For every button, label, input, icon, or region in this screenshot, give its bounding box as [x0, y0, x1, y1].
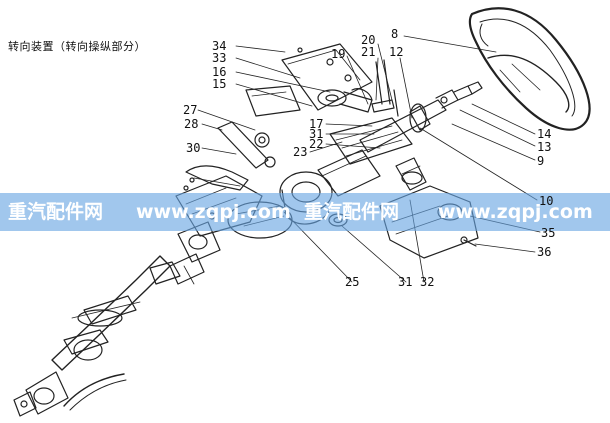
callout-label: 30: [186, 141, 201, 155]
callout-label: 16: [212, 65, 227, 79]
callout-label: 33: [212, 51, 227, 65]
callout-label: 31: [398, 275, 413, 289]
callout-label: 12: [389, 45, 404, 59]
callout-label: 34: [212, 39, 227, 53]
callout-label: 31: [309, 127, 324, 141]
lever-assembly: [183, 121, 276, 191]
leader-lines: [197, 35, 541, 283]
callout-label: 36: [537, 245, 552, 259]
callout-label: 13: [537, 140, 552, 154]
callout-label: 10: [539, 194, 554, 208]
callout-label: 32: [420, 275, 435, 289]
callout-label: 15: [212, 77, 227, 91]
callout-label: 14: [537, 127, 552, 141]
callout-label: 27: [183, 103, 198, 117]
watermark-banner: 重汽配件网 www.zqpj.com 重汽配件网 www.zqpj.com: [0, 193, 610, 231]
switch-housing: [317, 117, 413, 197]
callout-label: 23: [293, 145, 308, 159]
callout-label: 20: [361, 33, 376, 47]
upper-bracket: [245, 43, 373, 117]
callout-label: 25: [345, 275, 360, 289]
diagram-title: 转向装置（转向操纵部分）: [8, 40, 146, 53]
lower-joint: [13, 371, 69, 417]
watermark-text: 重汽配件网: [304, 201, 400, 223]
screw: [460, 236, 477, 247]
callout-label: 9: [537, 154, 545, 168]
bearing-housing: [317, 88, 373, 113]
bolts: [371, 59, 399, 117]
middle-joint: [169, 221, 221, 285]
callout-label: 8: [391, 27, 399, 41]
watermark-text: 重汽配件网: [8, 201, 104, 223]
hose-curve: [63, 373, 127, 411]
upper-shaft: [359, 81, 483, 153]
callout-label: 28: [184, 117, 199, 131]
callout-label: 19: [331, 47, 346, 61]
steering-wheel: [468, 7, 591, 131]
switch-knob: [395, 157, 427, 191]
callout-label: 17: [309, 117, 324, 131]
callout-label: 21: [361, 45, 376, 59]
callout-label: 22: [309, 137, 324, 151]
callout-label: 35: [541, 226, 556, 240]
watermark-url: www.zqpj.com: [438, 201, 593, 223]
watermark-url: www.zqpj.com: [136, 201, 291, 223]
lower-column: [51, 255, 181, 371]
